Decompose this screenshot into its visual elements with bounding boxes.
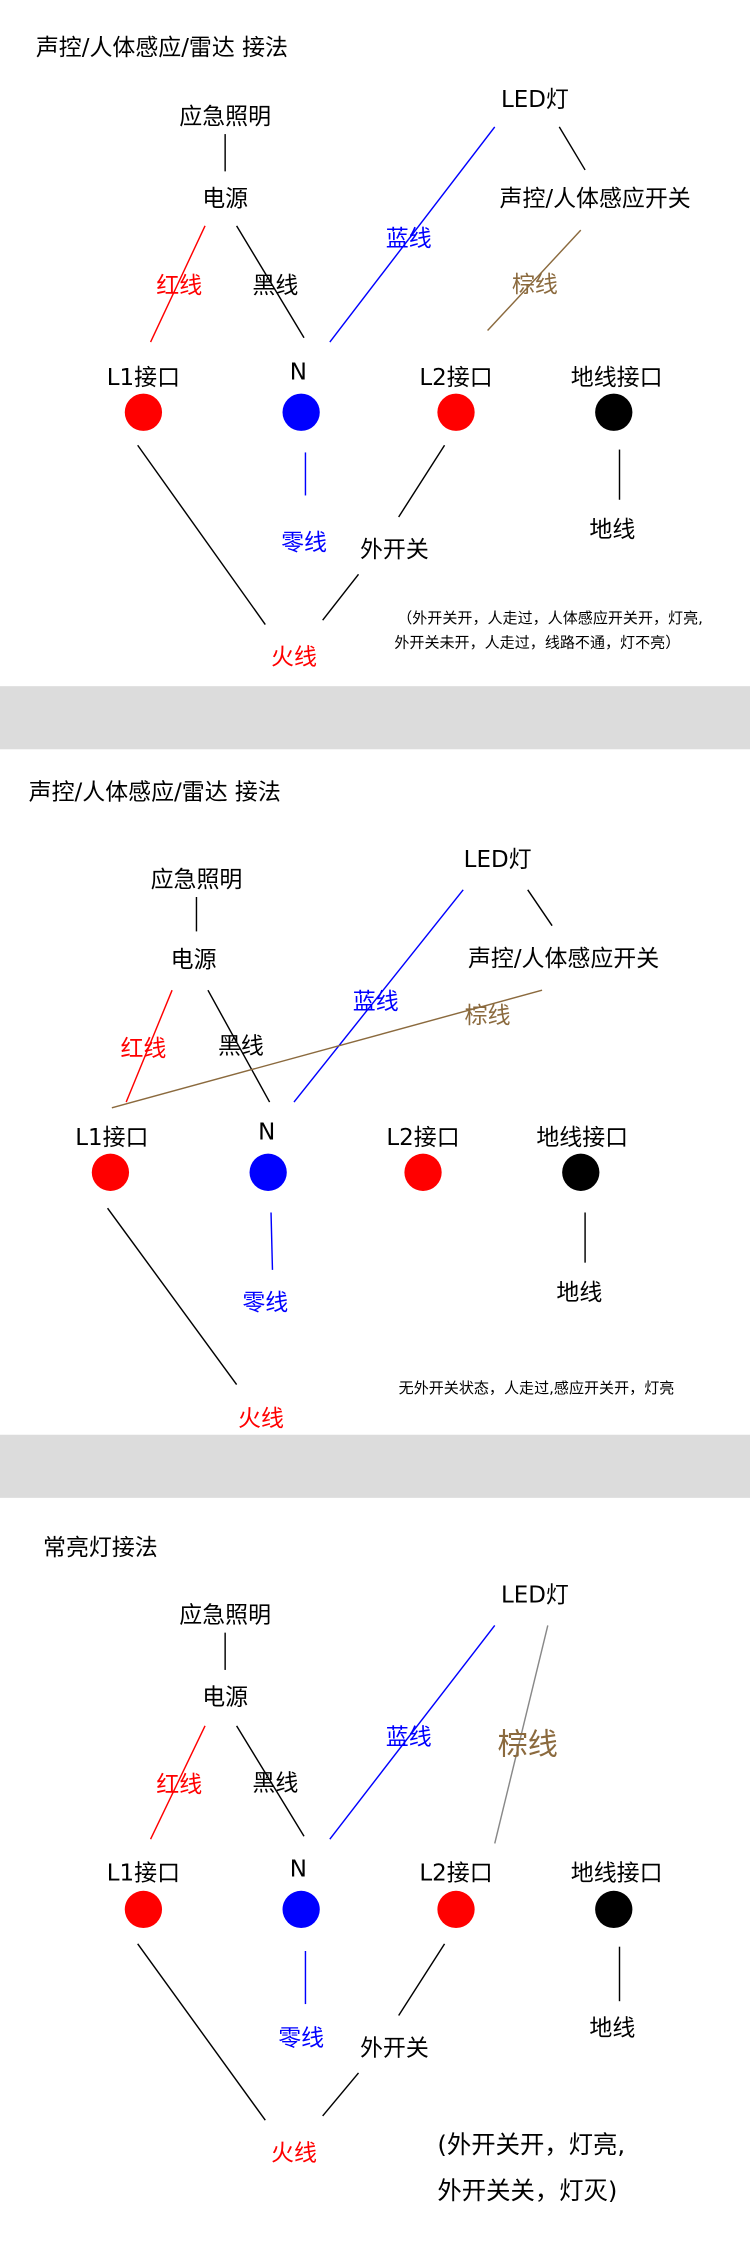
- live-label: 火线: [271, 2140, 317, 2166]
- power-label: 电源: [171, 947, 217, 973]
- wire: [398, 1943, 446, 2016]
- wire: [558, 126, 586, 171]
- wire: [106, 1207, 238, 1385]
- brown-wire-line: [487, 229, 582, 332]
- brown-wire-line: [111, 989, 543, 1109]
- section-title: 常亮灯接法: [43, 1535, 158, 1561]
- l1-terminal-dot: [91, 1153, 130, 1191]
- red-wire-label: 红线: [156, 1772, 202, 1798]
- l1-terminal-dot: [124, 1890, 163, 1929]
- ground-terminal-dot: [562, 1153, 600, 1191]
- led-light-label: LED灯: [464, 847, 532, 873]
- section-2: 声控/人体感应/雷达 接法 应急照明 电源 红线 黑线 LED灯 蓝线 声控/人…: [29, 779, 675, 1432]
- n-port-label: N: [258, 1119, 275, 1145]
- brown-wire-label: 棕线: [512, 272, 558, 298]
- l2-terminal-dot: [404, 1153, 442, 1191]
- ground-terminal-dot: [595, 393, 633, 431]
- section-title: 声控/人体感应/雷达 接法: [29, 779, 281, 805]
- blue-wire-line: [329, 1625, 496, 1840]
- n-terminal-dot: [282, 393, 320, 431]
- led-light-label: LED灯: [501, 87, 569, 113]
- emergency-light-label: 应急照明: [151, 867, 243, 893]
- sensor-switch-label: 声控/人体感应开关: [468, 946, 659, 972]
- emergency-light-label: 应急照明: [179, 104, 271, 130]
- external-switch-label: 外开关: [360, 537, 429, 563]
- blue-wire-label: 蓝线: [386, 1725, 432, 1751]
- l1-port-label: L1接口: [107, 365, 180, 391]
- wire: [137, 1943, 266, 2121]
- power-label: 电源: [202, 186, 248, 212]
- external-switch-label: 外开关: [360, 2036, 429, 2062]
- brown-wire-line: [494, 1625, 549, 1844]
- section-3: 常亮灯接法 应急照明 电源 红线 黑线 LED灯 蓝线 棕线 L1接口 N L2…: [43, 1535, 662, 2205]
- l2-terminal-dot: [437, 1890, 475, 1929]
- wire: [322, 2072, 360, 2117]
- red-wire-line: [149, 1725, 206, 1840]
- n-terminal-dot: [249, 1153, 287, 1191]
- section-1: 声控/人体感应/雷达 接法 应急照明 电源 红线 黑线 LED灯 蓝线 声控/人…: [36, 35, 703, 670]
- sensor-switch-label: 声控/人体感应开关: [500, 186, 691, 212]
- black-wire-label: 黑线: [252, 1770, 298, 1796]
- blue-wire-label: 蓝线: [386, 226, 432, 252]
- l1-port-label: L1接口: [107, 1861, 180, 1887]
- led-light-label: LED灯: [501, 1583, 569, 1609]
- ground-terminal-dot: [595, 1890, 633, 1929]
- ground-port-label: 地线接口: [536, 1125, 628, 1151]
- n-port-label: N: [290, 359, 307, 385]
- brown-wire-label: 棕线: [465, 1003, 511, 1029]
- neutral-label: 零线: [281, 530, 327, 556]
- red-wire-line: [149, 225, 206, 343]
- power-label: 电源: [202, 1684, 248, 1710]
- neutral-label: 零线: [242, 1290, 288, 1316]
- black-wire-label: 黑线: [252, 273, 298, 299]
- black-wire-line: [236, 1725, 305, 1837]
- live-label: 火线: [271, 645, 317, 671]
- n-port-label: N: [290, 1856, 307, 1882]
- ground-port-label: 地线接口: [571, 365, 663, 391]
- black-wire-line: [207, 989, 271, 1103]
- red-wire-label: 红线: [156, 273, 202, 299]
- l1-terminal-dot: [124, 393, 163, 431]
- note-line: (外开关开，灯亮,: [437, 2130, 625, 2159]
- wire: [322, 573, 360, 621]
- wire: [137, 444, 266, 625]
- ground-label: 地线: [589, 2016, 635, 2042]
- ground-label: 地线: [556, 1280, 602, 1306]
- blue-wire-label: 蓝线: [353, 989, 399, 1015]
- section-title: 声控/人体感应/雷达 接法: [36, 35, 288, 61]
- emergency-light-label: 应急照明: [179, 1603, 271, 1629]
- l2-port-label: L2接口: [419, 1861, 492, 1887]
- blue-wire-line: [293, 889, 464, 1103]
- brown-wire-label: 棕线: [498, 1728, 558, 1763]
- wire: [398, 444, 446, 518]
- note-line: 无外开关状态，人走过,感应开关开，灯亮: [399, 1379, 675, 1397]
- black-wire-label: 黑线: [218, 1033, 264, 1059]
- l1-port-label: L1接口: [75, 1125, 148, 1151]
- wire: [270, 1212, 274, 1270]
- note-line: 外开关未开，人走过，线路不通，灯不亮）: [394, 633, 680, 651]
- neutral-label: 零线: [278, 2026, 324, 2052]
- note-line: （外开关开，人走过，人体感应开关开，灯亮,: [397, 609, 703, 627]
- l2-terminal-dot: [437, 393, 475, 431]
- n-terminal-dot: [282, 1890, 320, 1929]
- note-line: 外开关关，灯灭): [437, 2176, 617, 2205]
- ground-label: 地线: [589, 517, 635, 543]
- ground-port-label: 地线接口: [571, 1861, 663, 1887]
- red-wire-label: 红线: [120, 1036, 166, 1062]
- l2-port-label: L2接口: [419, 365, 492, 391]
- l2-port-label: L2接口: [386, 1125, 459, 1151]
- wire: [527, 889, 553, 927]
- live-label: 火线: [238, 1406, 284, 1432]
- blue-wire-line: [329, 126, 496, 343]
- red-wire-line: [125, 989, 173, 1103]
- separator: [0, 686, 750, 750]
- separator: [0, 1434, 750, 1498]
- black-wire-line: [236, 225, 305, 339]
